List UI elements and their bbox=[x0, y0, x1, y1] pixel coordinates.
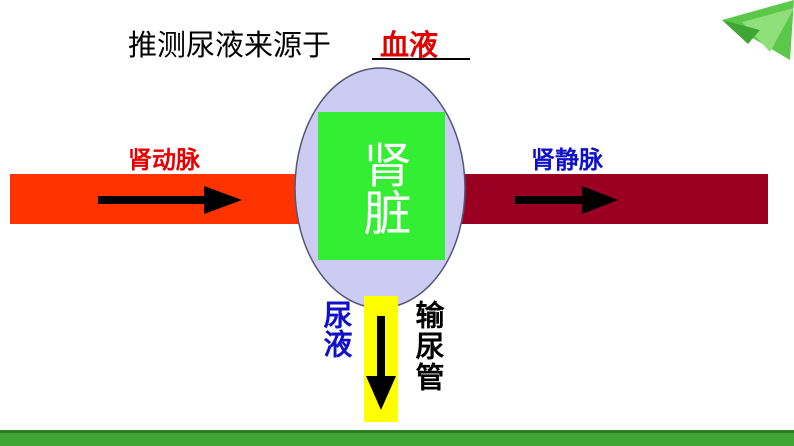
question-text: 推测尿液来源于 bbox=[128, 28, 332, 62]
bottom-bar bbox=[0, 430, 794, 446]
artery-flow-arrow bbox=[98, 186, 242, 214]
green-paper-crane-icon bbox=[722, 0, 794, 60]
answer-text: 血液 bbox=[380, 28, 439, 62]
answer-underline bbox=[372, 58, 470, 60]
kidney-label: 肾脏 bbox=[354, 139, 411, 236]
ureter-label: 输尿管 bbox=[411, 300, 445, 393]
vein-flow-arrow bbox=[515, 186, 618, 214]
urine-flow-arrow bbox=[366, 316, 396, 410]
renal-vein-label: 肾静脉 bbox=[531, 146, 603, 174]
urine-label: 尿液 bbox=[319, 300, 353, 358]
renal-artery-label: 肾动脉 bbox=[128, 146, 200, 174]
kidney-box bbox=[318, 112, 445, 260]
bottom-bar-edge bbox=[0, 430, 794, 433]
